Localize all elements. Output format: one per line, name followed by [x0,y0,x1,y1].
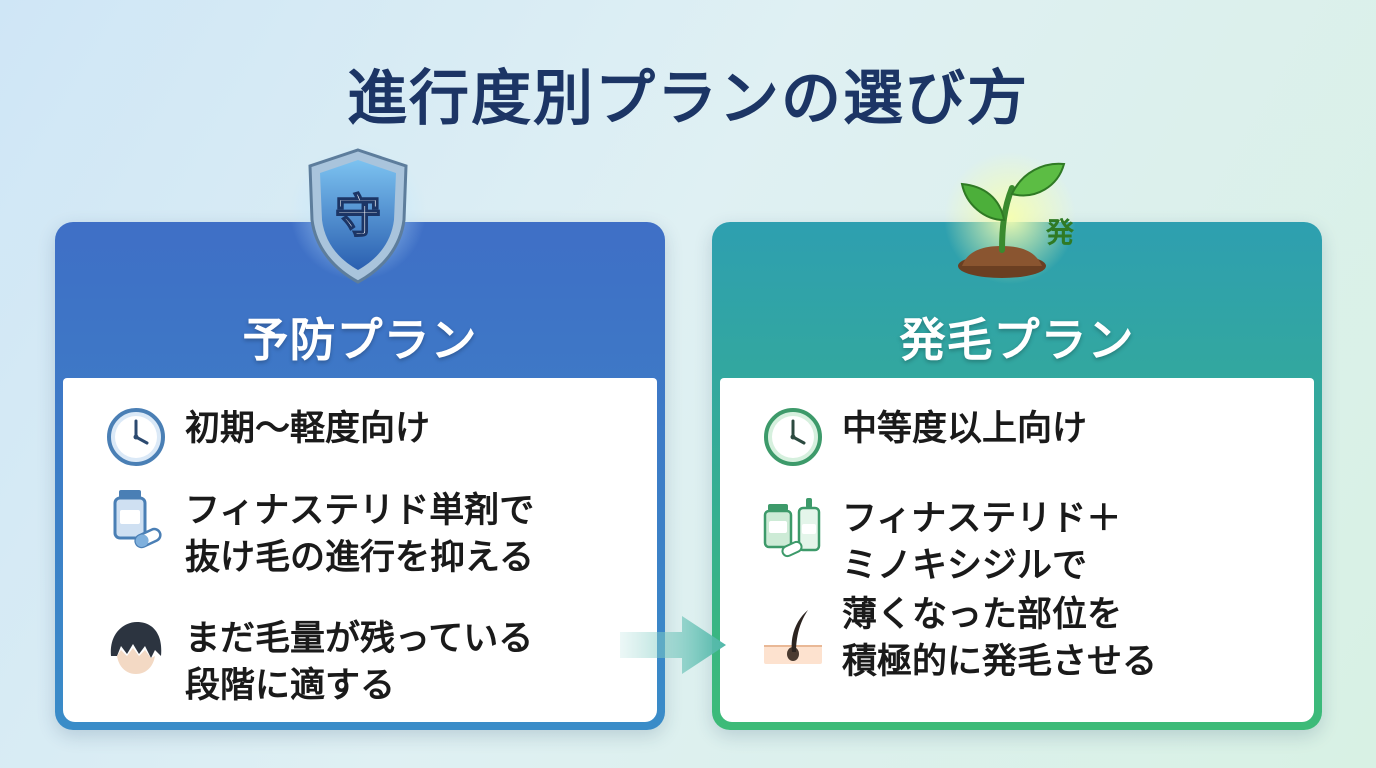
sprout-icon: 発 [944,152,1076,284]
hair-follicle-icon [764,610,822,664]
list-item: フィナステリド＋ ミノキシジルで [762,496,1121,589]
medicine-bottles-icon [763,498,821,558]
sprout-badge-char: 発 [1045,216,1075,249]
arrow-right-icon [620,616,726,674]
growth-plan-header: 発毛プラン [712,222,1322,378]
clock-icon [107,408,165,466]
prevention-plan-title: 予防プラン [242,313,478,367]
prevention-plan-body: 初期〜軽度向け フィナステリド単剤で 抜け毛の進行を抑える まだ毛量が残っ [63,378,657,722]
hair-icon [110,622,162,674]
prevention-plan-card: 予防プラン 初期〜軽度向け フィナステリド単剤で [55,222,665,730]
growth-plan-card: 発毛プラン 中等度以上向け [712,222,1322,730]
growth-plan-body: 中等度以上向け フィナステリド＋ ミノキシジルで [720,378,1314,722]
list-item: 中等度以上向け [762,406,1087,468]
item-text: まだ毛量が残っている 段階に適する [185,619,534,706]
item-text: 初期〜軽度向け [185,409,431,449]
item-text: フィナステリド＋ ミノキシジルで [842,499,1122,586]
item-text: フィナステリド単剤で 抜け毛の進行を抑える [185,491,535,578]
prevention-plan-header: 予防プラン [55,222,665,378]
list-item: フィナステリド単剤で 抜け毛の進行を抑える [105,488,534,581]
list-item: まだ毛量が残っている 段階に適する [105,616,533,709]
list-item: 薄くなった部位を 積極的に発毛させる [762,592,1157,685]
clock-icon [764,408,822,466]
page-title: 進行度別プランの選び方 [347,64,1029,134]
list-item: 初期〜軽度向け [105,406,430,468]
shield-icon: 守 [290,144,426,284]
growth-plan-title: 発毛プラン [899,313,1135,367]
item-text: 薄くなった部位を 積極的に発毛させる [842,595,1158,682]
item-text: 中等度以上向け [842,409,1088,449]
shield-badge-char: 守 [335,189,381,243]
medicine-bottle-icon [113,490,162,549]
